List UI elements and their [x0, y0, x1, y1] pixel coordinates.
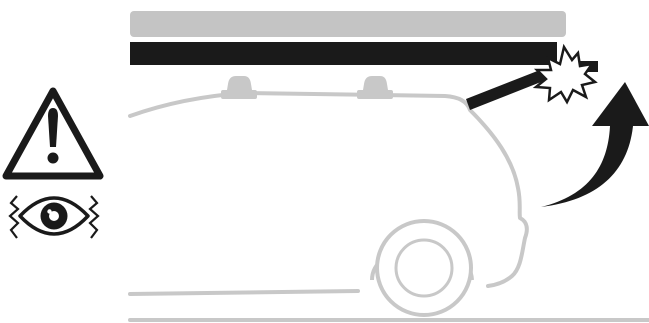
curved-up-arrow-icon	[541, 82, 649, 207]
eye-icon	[10, 196, 98, 238]
roof-rack-foot-rear	[357, 76, 393, 99]
open-tailgate	[466, 70, 546, 110]
car-sill-line	[130, 291, 358, 294]
roof-rack-foot-front	[221, 76, 257, 99]
roof-load-bottom	[130, 42, 557, 65]
warning-triangle-icon	[6, 91, 100, 176]
roof-load-top	[130, 11, 566, 37]
rear-wheel	[377, 221, 471, 315]
